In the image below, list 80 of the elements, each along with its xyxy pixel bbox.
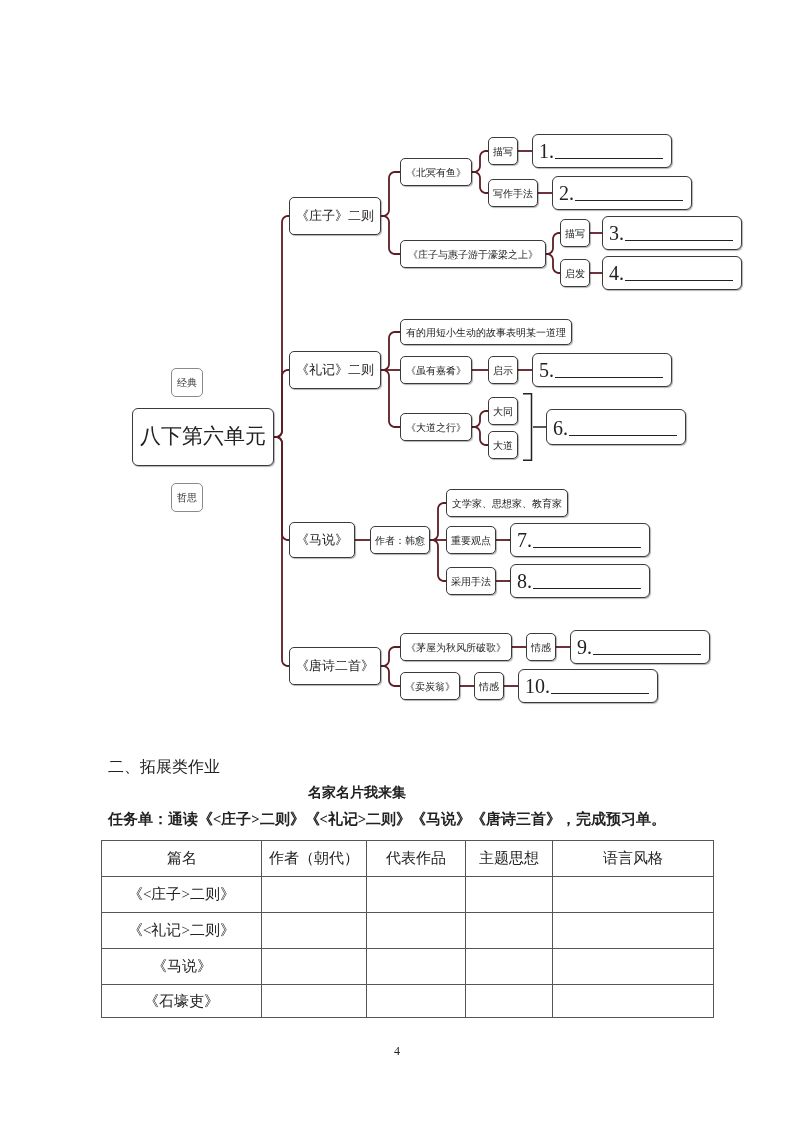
task-instruction: 任务单：通读《<庄子>二则》《<礼记>二则》《马说》《唐诗三首》，完成预习单。 <box>108 811 667 829</box>
subtopic: 大道 <box>488 431 518 459</box>
question-number: 7. <box>517 530 532 550</box>
column-header: 作者（朝代） <box>261 840 367 877</box>
question-number: 9. <box>577 637 592 657</box>
section-heading: 二、拓展类作业 <box>108 757 220 777</box>
question-number: 8. <box>517 571 532 591</box>
bracket <box>523 393 533 461</box>
connector-line <box>511 646 527 648</box>
answer-box <box>518 669 658 703</box>
subtopic: 大同 <box>488 397 518 425</box>
row-header: 《<庄子>二则》 <box>101 876 262 913</box>
page-number: 4 <box>394 1044 400 1059</box>
subtopic: 描写 <box>560 219 590 247</box>
answer-box <box>546 409 686 445</box>
subtopic: 《庄子与惠子游于濠梁之上》 <box>400 240 546 268</box>
answer-box <box>532 353 672 387</box>
main-topic: 《庄子》二则 <box>289 197 381 235</box>
subtopic: 《虽有嘉肴》 <box>400 356 472 384</box>
connector-line <box>589 232 603 234</box>
answer-box <box>552 176 692 210</box>
subtopic: 情感 <box>474 672 504 700</box>
subtopic: 重要观点 <box>446 526 496 554</box>
question-number: 5. <box>539 360 554 380</box>
main-topic: 《唐诗二首》 <box>289 647 381 685</box>
connector-line <box>459 685 475 687</box>
column-header: 代表作品 <box>366 840 466 877</box>
subtopic: 启示 <box>488 356 518 384</box>
connector-line <box>495 580 511 582</box>
subtopic: 有的用短小生动的故事表明某一道理 <box>400 319 572 345</box>
answer-box <box>510 523 650 557</box>
column-header: 语言风格 <box>552 840 714 877</box>
connector-line <box>471 426 489 446</box>
subtopic: 写作手法 <box>488 179 538 207</box>
subtopic: 《卖炭翁》 <box>400 672 460 700</box>
connector-line <box>537 192 553 194</box>
question-number: 3. <box>609 223 624 243</box>
connector-line <box>589 272 603 274</box>
subtopic: 采用手法 <box>446 567 496 595</box>
main-topic: 《礼记》二则 <box>289 351 381 389</box>
connector-line <box>380 665 401 687</box>
connector-line <box>545 253 561 274</box>
subtopic: 文学家、思想家、教育家 <box>446 489 568 517</box>
connector-line <box>380 215 401 255</box>
subtopic: 《北冥有鱼》 <box>400 158 472 186</box>
question-number: 4. <box>609 263 624 283</box>
question-number: 10. <box>525 676 550 696</box>
column-header: 篇名 <box>101 840 262 877</box>
connector-line <box>532 426 547 428</box>
connector-line <box>517 150 533 152</box>
main-topic: 《马说》 <box>289 522 355 558</box>
row-header: 《石壕吏》 <box>101 984 262 1018</box>
tag-box: 哲思 <box>171 483 203 512</box>
question-number: 1. <box>539 141 554 161</box>
row-header: 《马说》 <box>101 948 262 985</box>
subtopic: 《茅屋为秋风所破歌》 <box>400 633 512 661</box>
tag-box: 经典 <box>171 368 203 397</box>
connector-line <box>503 685 519 687</box>
answer-box <box>510 564 650 598</box>
connector-line <box>555 646 571 648</box>
connector-line <box>495 539 511 541</box>
subtopic: 《大道之行》 <box>400 413 472 441</box>
worksheet-title: 名家名片我来集 <box>308 785 406 802</box>
subtopic: 启发 <box>560 259 590 287</box>
connector-line <box>354 539 371 541</box>
row-header: 《<礼记>二则》 <box>101 912 262 949</box>
answer-box <box>532 134 672 168</box>
connector-line <box>517 369 533 371</box>
answer-box <box>570 630 710 664</box>
column-header: 主题思想 <box>465 840 553 877</box>
subtopic: 情感 <box>526 633 556 661</box>
subtopic: 描写 <box>488 137 518 165</box>
answer-box <box>602 256 742 290</box>
connector-line <box>471 369 489 371</box>
question-number: 2. <box>559 183 574 203</box>
central-topic: 八下第六单元 <box>132 408 274 466</box>
answer-box <box>602 216 742 250</box>
subtopic: 作者：韩愈 <box>370 526 430 554</box>
connector-line <box>471 171 489 194</box>
question-number: 6. <box>553 418 568 438</box>
